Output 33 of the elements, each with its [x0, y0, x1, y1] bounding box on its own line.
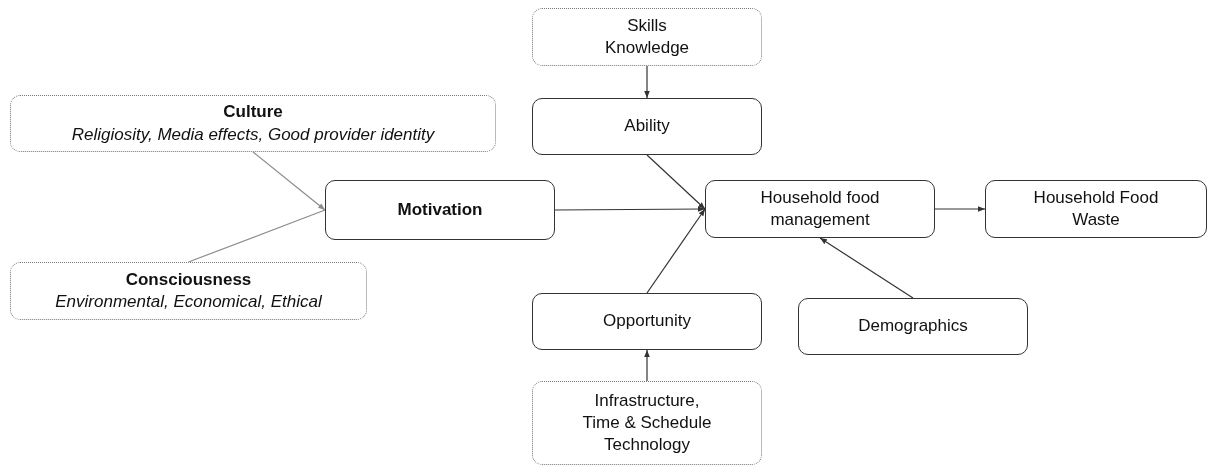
- arrow: [646, 154, 706, 210]
- process-box: [325, 180, 555, 240]
- factor-box: [532, 381, 762, 465]
- process-box: [985, 180, 1207, 238]
- process-box: [532, 98, 762, 155]
- arrow: [252, 151, 326, 211]
- node-text: Motivation: [397, 198, 483, 221]
- node-text: Household food management: [759, 186, 881, 231]
- node-text: Religiosity, Media effects, Good provider identity: [71, 123, 435, 146]
- process-box: [798, 298, 1028, 355]
- arrow: [644, 349, 650, 382]
- arrow: [646, 208, 706, 294]
- node-text: Opportunity: [603, 310, 691, 333]
- process-box: [705, 180, 935, 238]
- factor-box: [10, 262, 367, 320]
- node-text: Time & Schedule: [582, 411, 712, 434]
- node-text: Skills: [627, 14, 667, 37]
- node-text: Consciousness: [125, 268, 252, 291]
- factor-box: [10, 95, 496, 152]
- arrow: [644, 65, 650, 99]
- node-text: Demographics: [858, 315, 968, 338]
- node-text: Infrastructure,: [594, 389, 700, 412]
- arrow: [554, 206, 706, 212]
- arrow: [819, 237, 914, 299]
- node-text: Ability: [624, 115, 670, 138]
- node-text: Technology: [604, 434, 690, 457]
- arrow: [934, 206, 986, 212]
- node-text: Culture: [223, 101, 283, 124]
- node-text: Knowledge: [604, 37, 690, 59]
- process-box: [532, 293, 762, 350]
- node-text: Environmental, Economical, Ethical: [55, 291, 322, 313]
- factor-box: [532, 8, 762, 66]
- node-text: Household Food Waste: [1032, 186, 1160, 231]
